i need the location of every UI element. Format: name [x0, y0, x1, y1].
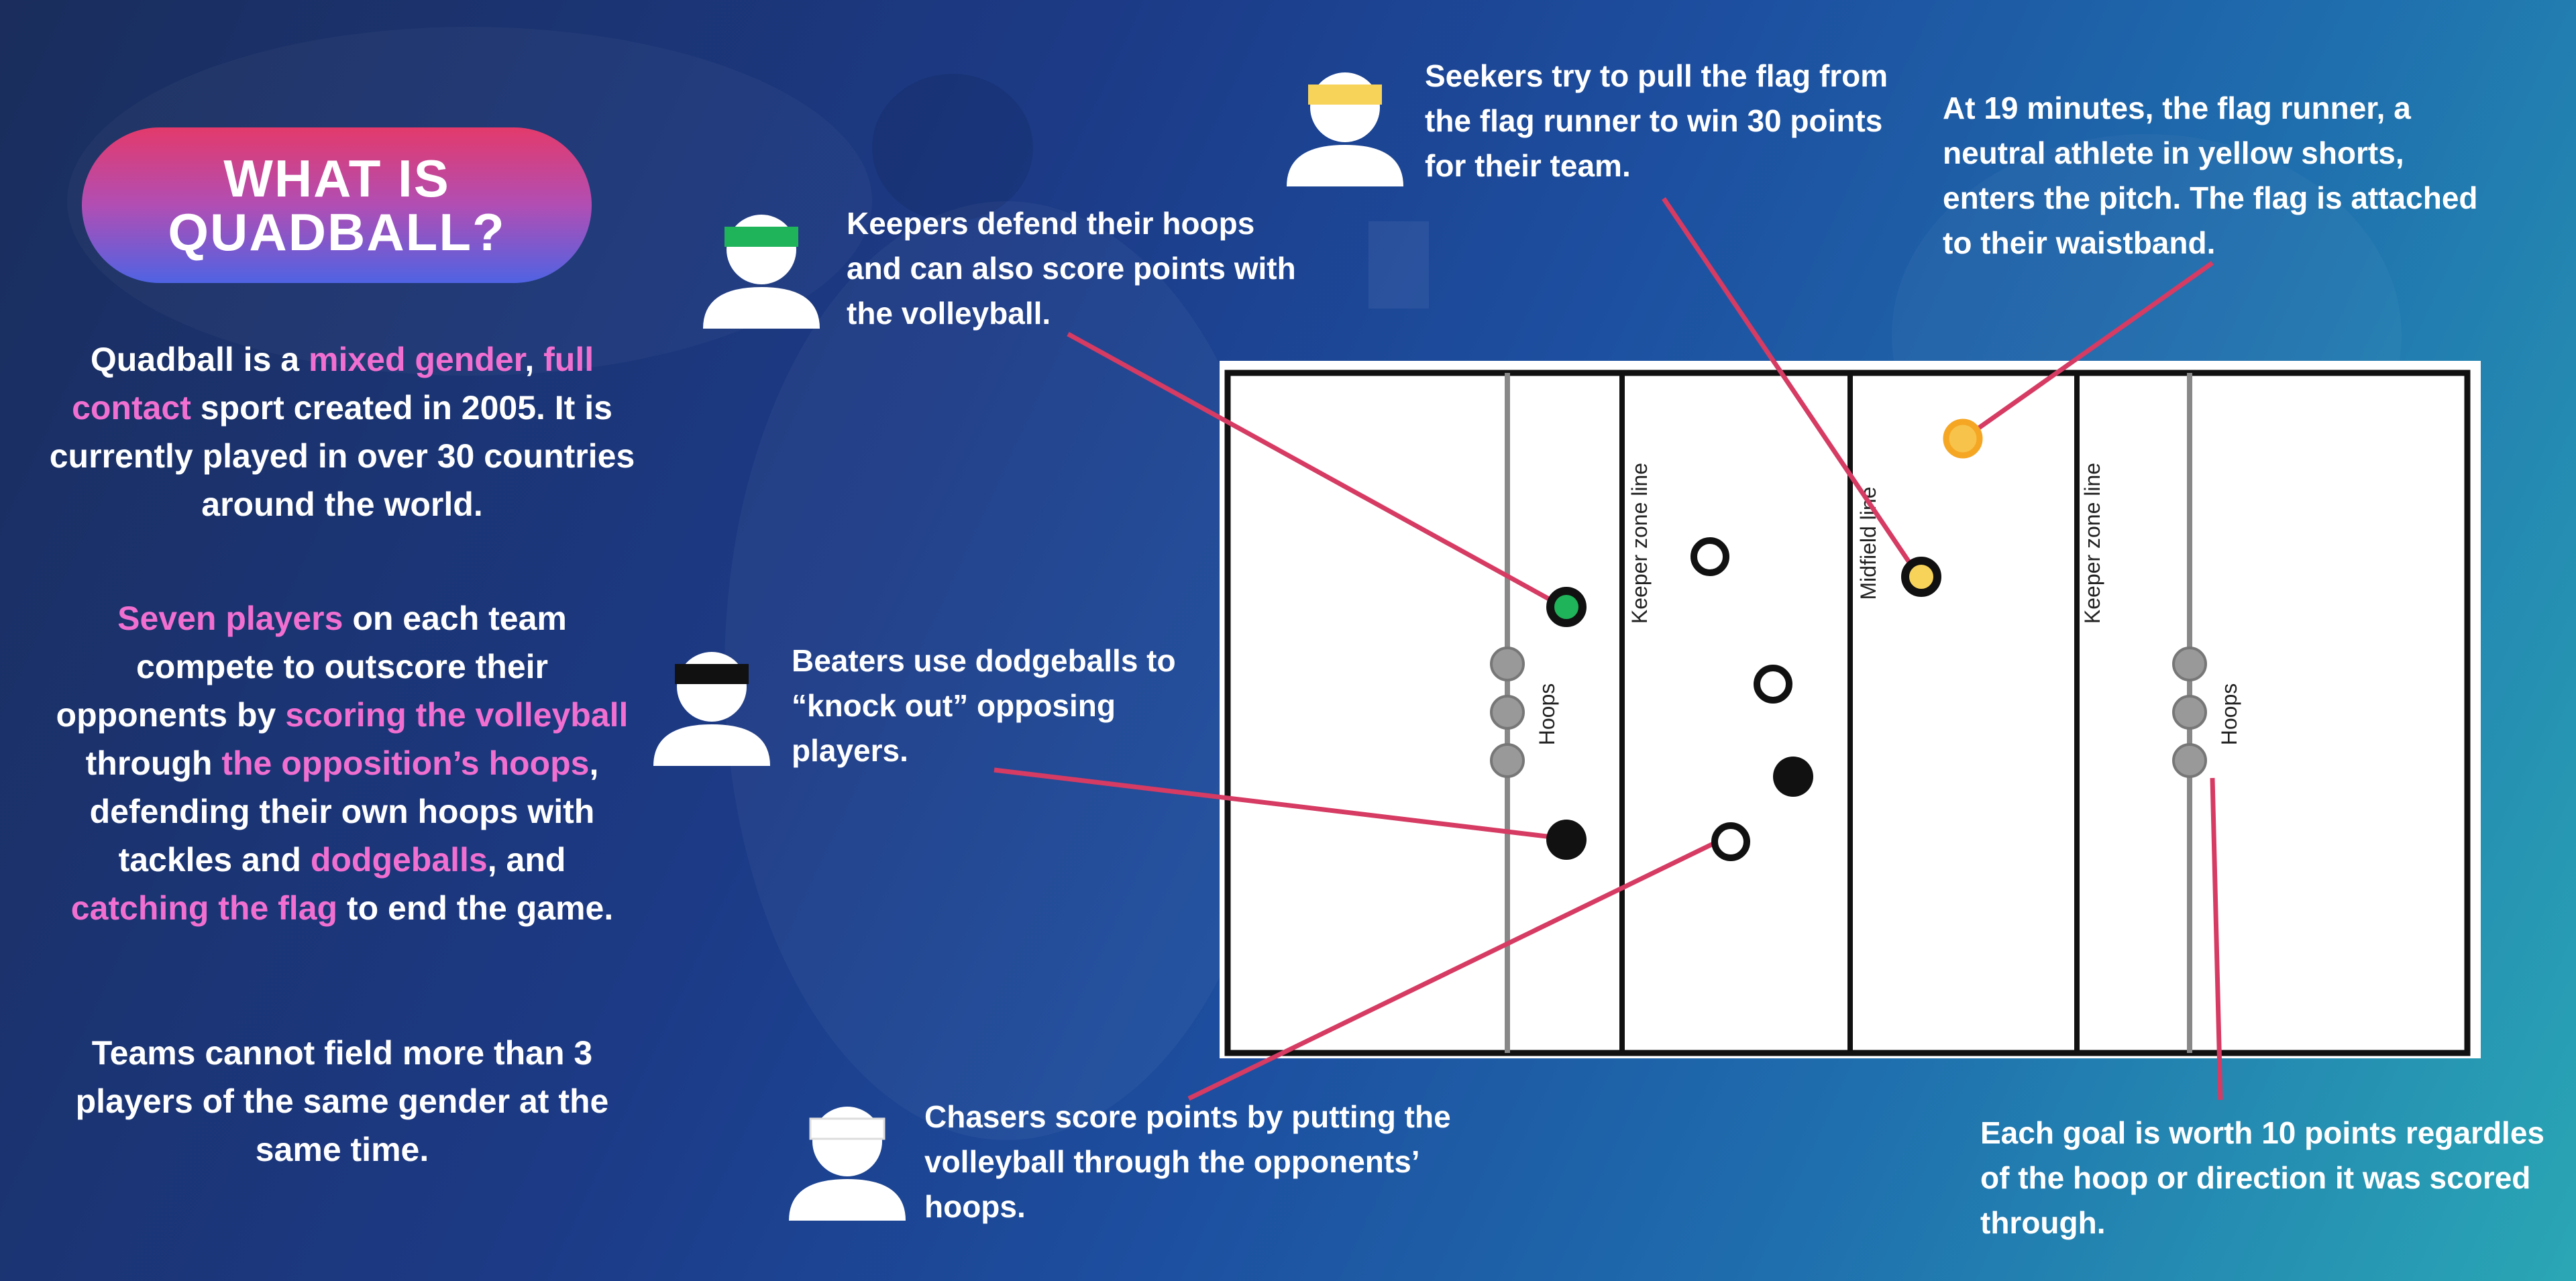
hoops-label-left: Hoops	[1535, 683, 1559, 746]
person-white-headband-icon	[789, 1107, 906, 1221]
text-segment: sport created in 2005. It is currently p…	[49, 389, 635, 523]
goals-caption: Each goal is worth 10 points regardles o…	[1980, 1115, 2545, 1240]
intro-paragraph-1: Quadball is a mixed gender, full contact…	[47, 335, 637, 528]
hoops-right	[2172, 647, 2207, 778]
highlight-dodgeballs: dodgeballs	[310, 841, 488, 879]
highlight-full-contact: full contact	[72, 341, 594, 427]
keeper-zone-label-right: Keeper zone line	[2080, 463, 2104, 624]
beater-marker	[1546, 820, 1587, 860]
person-yellow-headband-icon	[1287, 72, 1403, 186]
keepers-caption: Keepers defend their hoops and can also …	[847, 206, 1296, 331]
keeper-marker	[1546, 587, 1587, 627]
title-badge: WHAT IS QUADBALL?	[82, 127, 592, 283]
keeper-zone-label-left: Keeper zone line	[1627, 463, 1652, 624]
person-green-headband-icon	[703, 215, 820, 329]
title-line-2: QUADBALL?	[168, 203, 506, 262]
beater-pointer-line	[994, 767, 1564, 841]
pointer-lines	[994, 197, 2223, 1101]
text-segment: through	[85, 744, 222, 782]
goal-pointer-line	[2210, 777, 2223, 1101]
text-segment: , and	[487, 841, 566, 879]
text-segment: on each team compete to outscore their o…	[56, 600, 567, 734]
seeker-marker	[1901, 557, 1941, 597]
chasers-caption: Chasers score points by putting the voll…	[924, 1099, 1451, 1224]
chaser-marker	[1690, 537, 1729, 576]
chaser-marker	[1711, 822, 1750, 861]
highlight-catching-flag: catching the flag	[70, 889, 338, 927]
highlight-seven-players: Seven players	[117, 600, 343, 637]
hoops-label-right: Hoops	[2217, 683, 2241, 746]
seeker-pointer-line	[1662, 197, 1919, 575]
seekers-caption: Seekers try to pull the flag from the fl…	[1425, 58, 1888, 183]
hoop	[1490, 743, 1525, 778]
text-segment: ,	[525, 341, 544, 378]
text-segment: Quadball is a	[90, 341, 309, 378]
chaser-pointer-line	[1187, 840, 1717, 1101]
hoop	[2172, 743, 2207, 778]
intro-paragraph-2: Seven players on each team compete to ou…	[47, 594, 637, 932]
keeper-pointer-line	[1067, 331, 1556, 605]
flag-runner-pointer-line	[1964, 261, 2214, 439]
chaser-marker	[1754, 665, 1792, 704]
hoop	[1490, 647, 1525, 681]
intro-paragraph-3: Teams cannot field more than 3 players o…	[75, 1034, 609, 1168]
text-segment: to end the game.	[337, 889, 614, 927]
hoops-left	[1490, 647, 1525, 778]
flag-runner-caption: At 19 minutes, the flag runner, a neutra…	[1943, 91, 2478, 260]
person-black-headband-icon	[653, 652, 770, 766]
highlight-mixed-gender: mixed gender	[308, 341, 525, 378]
highlight-opposition-hoops: the opposition’s hoops	[221, 744, 590, 782]
highlight-scoring-volleyball: scoring the volleyball	[285, 696, 629, 734]
hoop	[1490, 695, 1525, 730]
hoop	[2172, 647, 2207, 681]
beater-marker	[1773, 757, 1813, 797]
title-line-1: WHAT IS	[223, 149, 450, 208]
flag-runner-marker	[1943, 419, 1983, 459]
text-segment: , defending their own hoops with tackles…	[89, 744, 599, 879]
hoop	[2172, 695, 2207, 730]
beaters-caption: Beaters use dodgeballs to “knock out” op…	[792, 643, 1176, 768]
